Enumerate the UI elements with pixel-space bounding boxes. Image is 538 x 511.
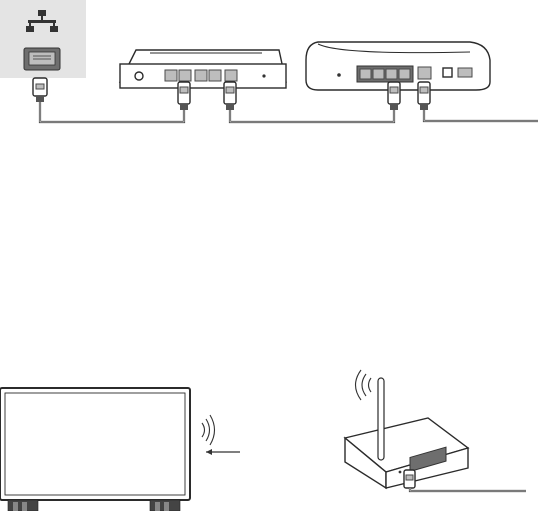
wifi-waves-icon [202,415,215,445]
wall-ethernet-port [24,48,60,70]
television [0,388,190,511]
modem [120,50,286,88]
cable-plug [388,82,400,110]
arrow-icon [206,449,240,455]
wall-ethernet-plate [0,0,86,78]
cable-plug [178,82,190,110]
wifi-waves-icon [356,370,372,400]
cable-plug [418,82,430,110]
cable-plug [224,82,236,110]
network-cable [410,488,526,491]
network-cable [40,102,538,122]
cable-plug [404,470,415,488]
cable-plug [33,78,47,102]
